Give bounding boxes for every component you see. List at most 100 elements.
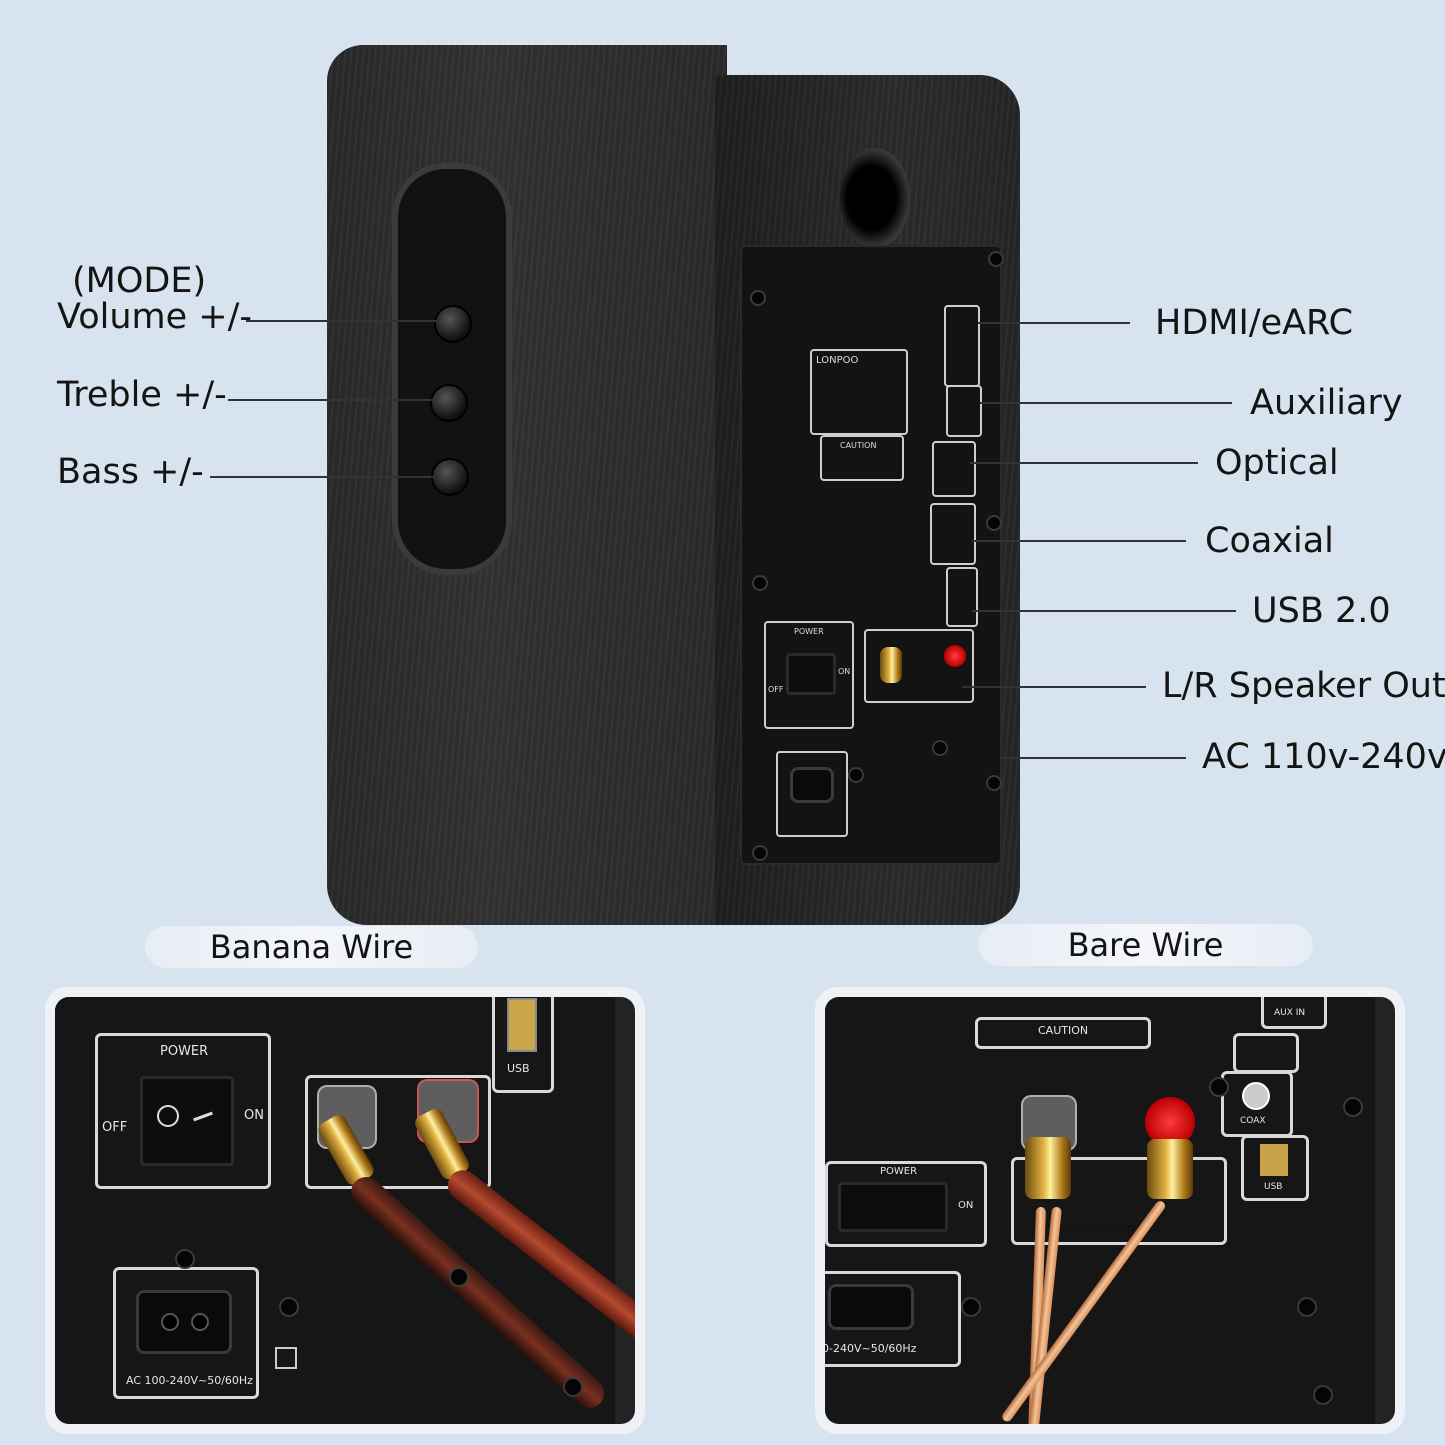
screw-icon	[563, 1377, 583, 1397]
inset-ac-text: 0-240V~50/60Hz	[825, 1342, 917, 1355]
inset-power-switch[interactable]	[838, 1182, 948, 1232]
speaker-out-label: L/R Speaker Out	[1162, 666, 1445, 706]
ac-pin-icon	[161, 1313, 179, 1331]
screw-icon	[750, 290, 766, 306]
bare-wire-title-text: Bare Wire	[1067, 926, 1224, 964]
speaker-out-frame	[864, 629, 974, 703]
inset-on-text: ON	[244, 1108, 264, 1123]
rear-io-panel: LONPOO CAUTION POWER OFF ON	[740, 245, 1004, 865]
aux-leader-line	[980, 402, 1232, 404]
inset-caution-frame: CAUTION	[975, 1017, 1151, 1049]
banana-wire-title: Banana Wire	[145, 926, 478, 968]
inset-ac-text: AC 100-240V~50/60Hz	[126, 1374, 253, 1387]
power-switch[interactable]	[786, 653, 836, 695]
usb-leader-line	[972, 610, 1236, 612]
aux-port	[946, 385, 982, 437]
inset-caution-text: CAUTION	[1038, 1024, 1089, 1037]
volume-knob	[434, 305, 472, 343]
usb-socket-icon	[1260, 1144, 1288, 1176]
hdmi-label: HDMI/eARC	[1155, 303, 1354, 343]
optical-label: Optical	[1215, 443, 1339, 483]
inset-coax-frame: COAX	[1221, 1071, 1293, 1137]
hdmi-leader-line	[978, 322, 1130, 324]
screw-icon	[961, 1297, 981, 1317]
hdmi-port	[944, 305, 980, 387]
off-text: OFF	[768, 685, 784, 694]
inset-ac-socket	[828, 1284, 914, 1330]
treble-knob	[430, 384, 468, 422]
right-terminal-cap	[1145, 1097, 1195, 1147]
inset-terminal-frame: SPEAKER OUT	[1011, 1157, 1227, 1245]
ac-pin-icon	[191, 1313, 209, 1331]
screw-icon	[988, 251, 1004, 267]
bass-label: Bass +/-	[57, 452, 204, 492]
right-terminal-post	[1147, 1139, 1193, 1199]
inset-on-text: ON	[958, 1200, 974, 1211]
inset-aux-text: AUX IN	[1274, 1008, 1306, 1018]
screw-icon	[848, 767, 864, 783]
mode-label: (MODE)	[72, 261, 207, 301]
inset-power-frame: POWER ON	[825, 1161, 987, 1247]
coaxial-leader-line	[972, 540, 1186, 542]
speaker-out-leader-line	[962, 686, 1146, 688]
on-text: ON	[838, 667, 851, 676]
left-terminal	[880, 647, 902, 683]
screw-icon	[986, 515, 1002, 531]
optical-leader-line	[970, 462, 1198, 464]
inset-ac-frame: 0-240V~50/60Hz	[825, 1271, 961, 1367]
screw-icon	[449, 1267, 469, 1287]
screw-icon	[1343, 1097, 1363, 1117]
inset-off-text: OFF	[102, 1120, 128, 1135]
inset-power-text: POWER	[160, 1044, 209, 1059]
ac-inlet-frame	[776, 751, 848, 837]
inset-speaker-out-text: SPEAKER OUT	[1066, 1224, 1136, 1235]
bass-leader-line	[210, 476, 436, 478]
usb-port	[946, 567, 978, 627]
right-terminal	[944, 645, 966, 667]
inset-ac-frame: AC 100-240V~50/60Hz	[113, 1267, 259, 1399]
volume-leader-line	[246, 320, 440, 322]
inset-coax-text: COAX	[1240, 1116, 1266, 1126]
inset-usb-frame: USB	[1241, 1135, 1309, 1201]
left-terminal-post	[1025, 1137, 1071, 1199]
double-insulation-icon	[275, 1347, 297, 1369]
banana-wire-inset: POWER OFF ON USB AC 100-240V~50/60Hz	[45, 987, 645, 1434]
screw-icon	[1209, 1077, 1229, 1097]
inset-optical-frame	[1233, 1033, 1299, 1073]
inset-usb-text: USB	[507, 1062, 530, 1075]
inset-power-frame: POWER OFF ON	[95, 1033, 271, 1189]
usb-socket-icon	[507, 998, 537, 1052]
inset-power-switch[interactable]	[140, 1076, 234, 1166]
screw-icon	[752, 845, 768, 861]
coaxial-port	[930, 503, 976, 565]
ac-label: AC 110v-240v	[1202, 737, 1445, 777]
power-switch-frame: POWER OFF ON	[764, 621, 854, 729]
bare-wire-inset: CAUTION AUX IN COAX USB POWER ON SPEAKER…	[815, 987, 1405, 1434]
power-text: POWER	[794, 627, 824, 636]
screw-icon	[752, 575, 768, 591]
inset-usb-frame: USB	[492, 997, 554, 1093]
control-knob-slot	[392, 163, 512, 575]
inset-ac-socket	[136, 1290, 232, 1354]
screw-icon	[175, 1249, 195, 1269]
caution-text: CAUTION	[840, 441, 877, 450]
bare-wire-title: Bare Wire	[978, 924, 1313, 966]
screw-icon	[279, 1297, 299, 1317]
off-symbol-icon	[157, 1105, 179, 1127]
inset-terminal-frame	[305, 1075, 491, 1189]
treble-leader-line	[228, 399, 434, 401]
coaxial-label: Coaxial	[1205, 521, 1334, 561]
caution-label: CAUTION	[820, 435, 904, 481]
usb-label: USB 2.0	[1252, 591, 1391, 631]
inset-aux-frame: AUX IN	[1261, 997, 1327, 1029]
screw-icon	[932, 740, 948, 756]
coax-socket-icon	[1242, 1082, 1270, 1110]
volume-label: Volume +/-	[57, 297, 253, 337]
optical-port	[932, 441, 976, 497]
bass-knob	[431, 458, 469, 496]
screw-icon	[1313, 1385, 1333, 1405]
inset-usb-text: USB	[1264, 1182, 1283, 1192]
screw-icon	[986, 775, 1002, 791]
ac-inlet	[790, 767, 834, 803]
on-symbol-icon	[193, 1111, 213, 1122]
